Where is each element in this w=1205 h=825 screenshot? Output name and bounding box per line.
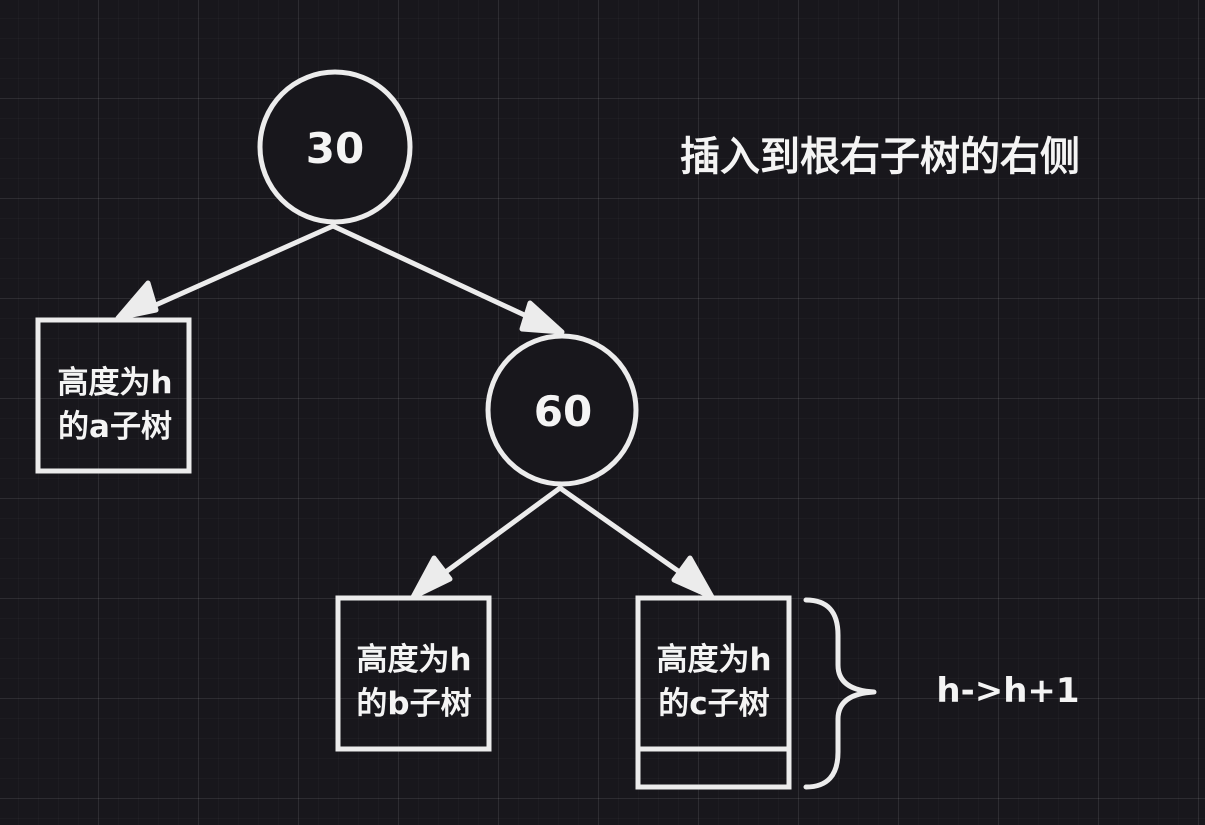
subtree-a-line2: 的a子树 [58, 409, 172, 445]
edge-60-to-b [425, 485, 563, 588]
arrowhead-b [410, 555, 453, 600]
right-curly-brace [803, 597, 877, 790]
edge-30-to-a [137, 223, 336, 315]
subtree-a-line1: 高度为h [57, 365, 172, 401]
arrowhead-c [671, 555, 715, 600]
subtree-b-box [335, 595, 492, 752]
node-30-label: 30 [306, 124, 364, 173]
node-60-label: 60 [534, 387, 592, 436]
subtree-c-extra-level [635, 746, 792, 790]
subtree-c-line2: 的c子树 [658, 686, 769, 722]
subtree-c-line1: 高度为h [656, 642, 771, 678]
arrowhead-60 [519, 300, 565, 335]
diagram-title: 插入到根右子树的右侧 [680, 134, 1080, 180]
subtree-b-line2: 的b子树 [356, 686, 471, 722]
node-30 [257, 69, 413, 225]
arrowhead-a [115, 280, 159, 321]
node-60 [485, 333, 639, 487]
edge-60-to-c [557, 485, 701, 588]
height-change-label: h->h+1 [936, 671, 1079, 711]
subtree-a-box [35, 317, 192, 474]
edge-30-to-60 [330, 223, 551, 329]
subtree-b-line1: 高度为h [356, 642, 471, 678]
